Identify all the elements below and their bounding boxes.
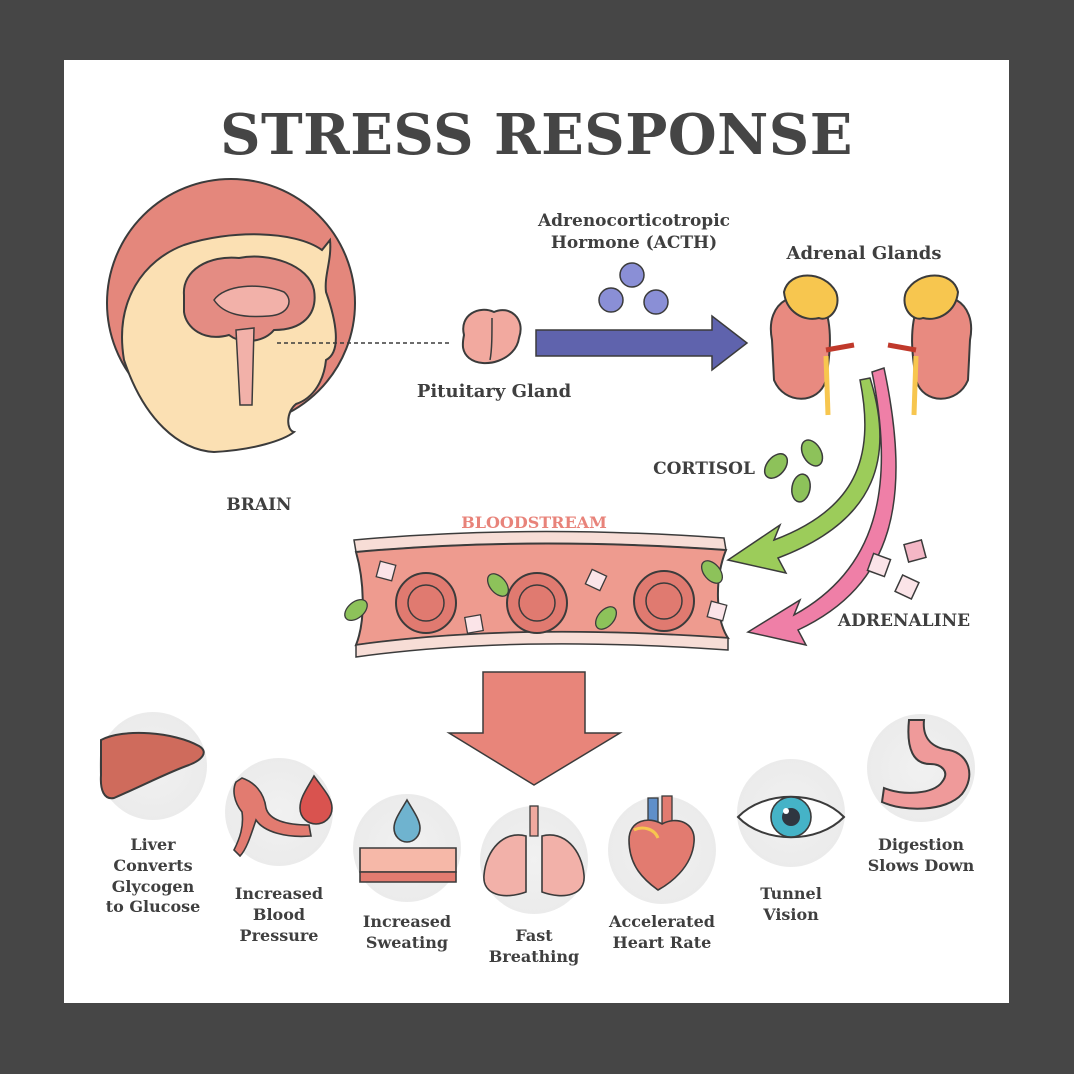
effects-down-arrow <box>446 671 623 786</box>
diagram-canvas <box>99 178 975 914</box>
adrenaline-label: ADRENALINE <box>837 611 971 631</box>
page-title: STRESS RESPONSE <box>220 102 853 168</box>
bloodstream-vessel-icon <box>344 530 730 658</box>
stomach-icon <box>880 719 971 810</box>
adrenaline-molecules-icon <box>866 539 927 600</box>
infographic-card: STRESS RESPONSE Adrenocorticotropic Horm… <box>64 60 1009 1003</box>
pituitary-gland-icon <box>461 308 522 365</box>
cortisol-molecules-icon <box>763 439 824 503</box>
cortisol-label: CORTISOL <box>653 459 755 479</box>
blood-vessel-icon <box>233 774 333 858</box>
heart-icon <box>628 795 695 891</box>
lungs-icon <box>483 805 585 897</box>
adrenaline-arrow <box>746 367 897 647</box>
sweat-drop-icon <box>359 798 457 883</box>
acth-molecules-icon <box>598 262 669 315</box>
acth-label: Adrenocorticotropic Hormone (ACTH) <box>537 211 731 254</box>
acth-arrow <box>535 314 749 372</box>
adrenal-glands-icon <box>769 274 973 416</box>
bloodstream-label: BLOODSTREAM <box>461 513 607 532</box>
brain-label: BRAIN <box>226 495 292 515</box>
liver-icon <box>99 731 205 800</box>
pituitary-gland-label: Pituitary Gland <box>416 381 572 402</box>
cortisol-arrow <box>726 377 881 575</box>
brain-illustration <box>106 178 451 454</box>
eye-icon <box>736 795 846 839</box>
adrenal-glands-label: Adrenal Glands <box>786 243 942 264</box>
